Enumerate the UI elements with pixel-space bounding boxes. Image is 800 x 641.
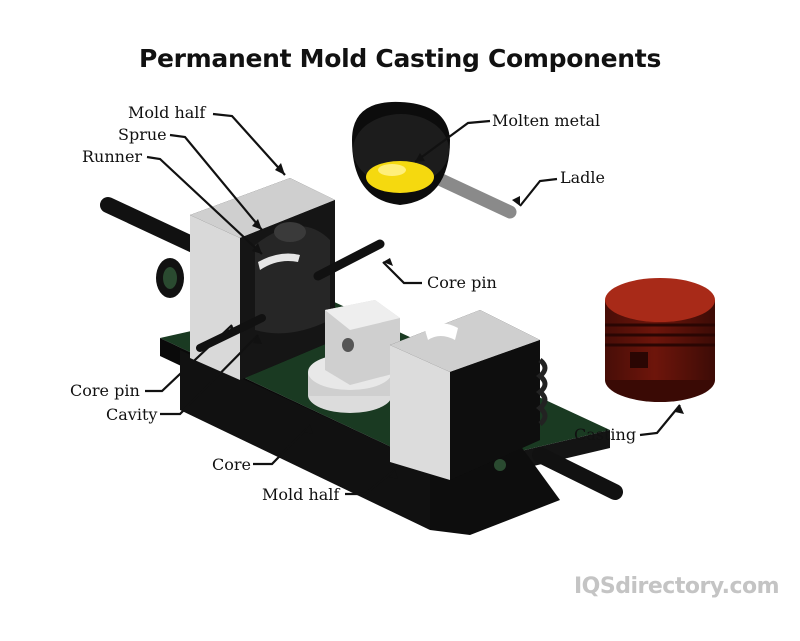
leader-sprue (169, 133, 263, 231)
leader-cavity (160, 334, 259, 416)
leader-mold-half-top (212, 112, 286, 176)
core-shape (308, 300, 400, 413)
label-mold-half-bottom: Mold half (262, 485, 340, 504)
arrowheads (228, 153, 684, 479)
leader-core (253, 424, 311, 466)
label-mold-half-top: Mold half (128, 103, 206, 122)
watermark-logo: IQSdirectory.com (574, 574, 780, 599)
leader-ladle (519, 177, 558, 207)
label-ladle: Ladle (560, 168, 605, 187)
label-casting: Casting (574, 425, 637, 444)
label-cavity: Cavity (106, 405, 158, 424)
clamp-ring (156, 258, 184, 298)
label-core-pin-left: Core pin (70, 381, 140, 400)
leader-runner (146, 155, 263, 255)
ladle (352, 101, 517, 219)
mold-half-right (390, 310, 548, 480)
core-pin-right-shape (313, 239, 385, 281)
label-runner: Runner (82, 147, 143, 166)
label-core: Core (212, 455, 251, 474)
leader-mold-half-bottom (345, 469, 396, 496)
leader-casting (639, 404, 681, 437)
label-molten-metal: Molten metal (492, 111, 601, 130)
leader-molten-metal (414, 119, 491, 163)
label-core-pin-right: Core pin (427, 273, 497, 292)
leader-core-pin-right (382, 261, 422, 285)
label-sprue: Sprue (118, 125, 167, 144)
leader-lines (145, 112, 681, 496)
leader-core-pin-left (145, 324, 233, 393)
diagram-title: Permanent Mold Casting Components (138, 44, 662, 73)
casting-shape (605, 278, 715, 402)
